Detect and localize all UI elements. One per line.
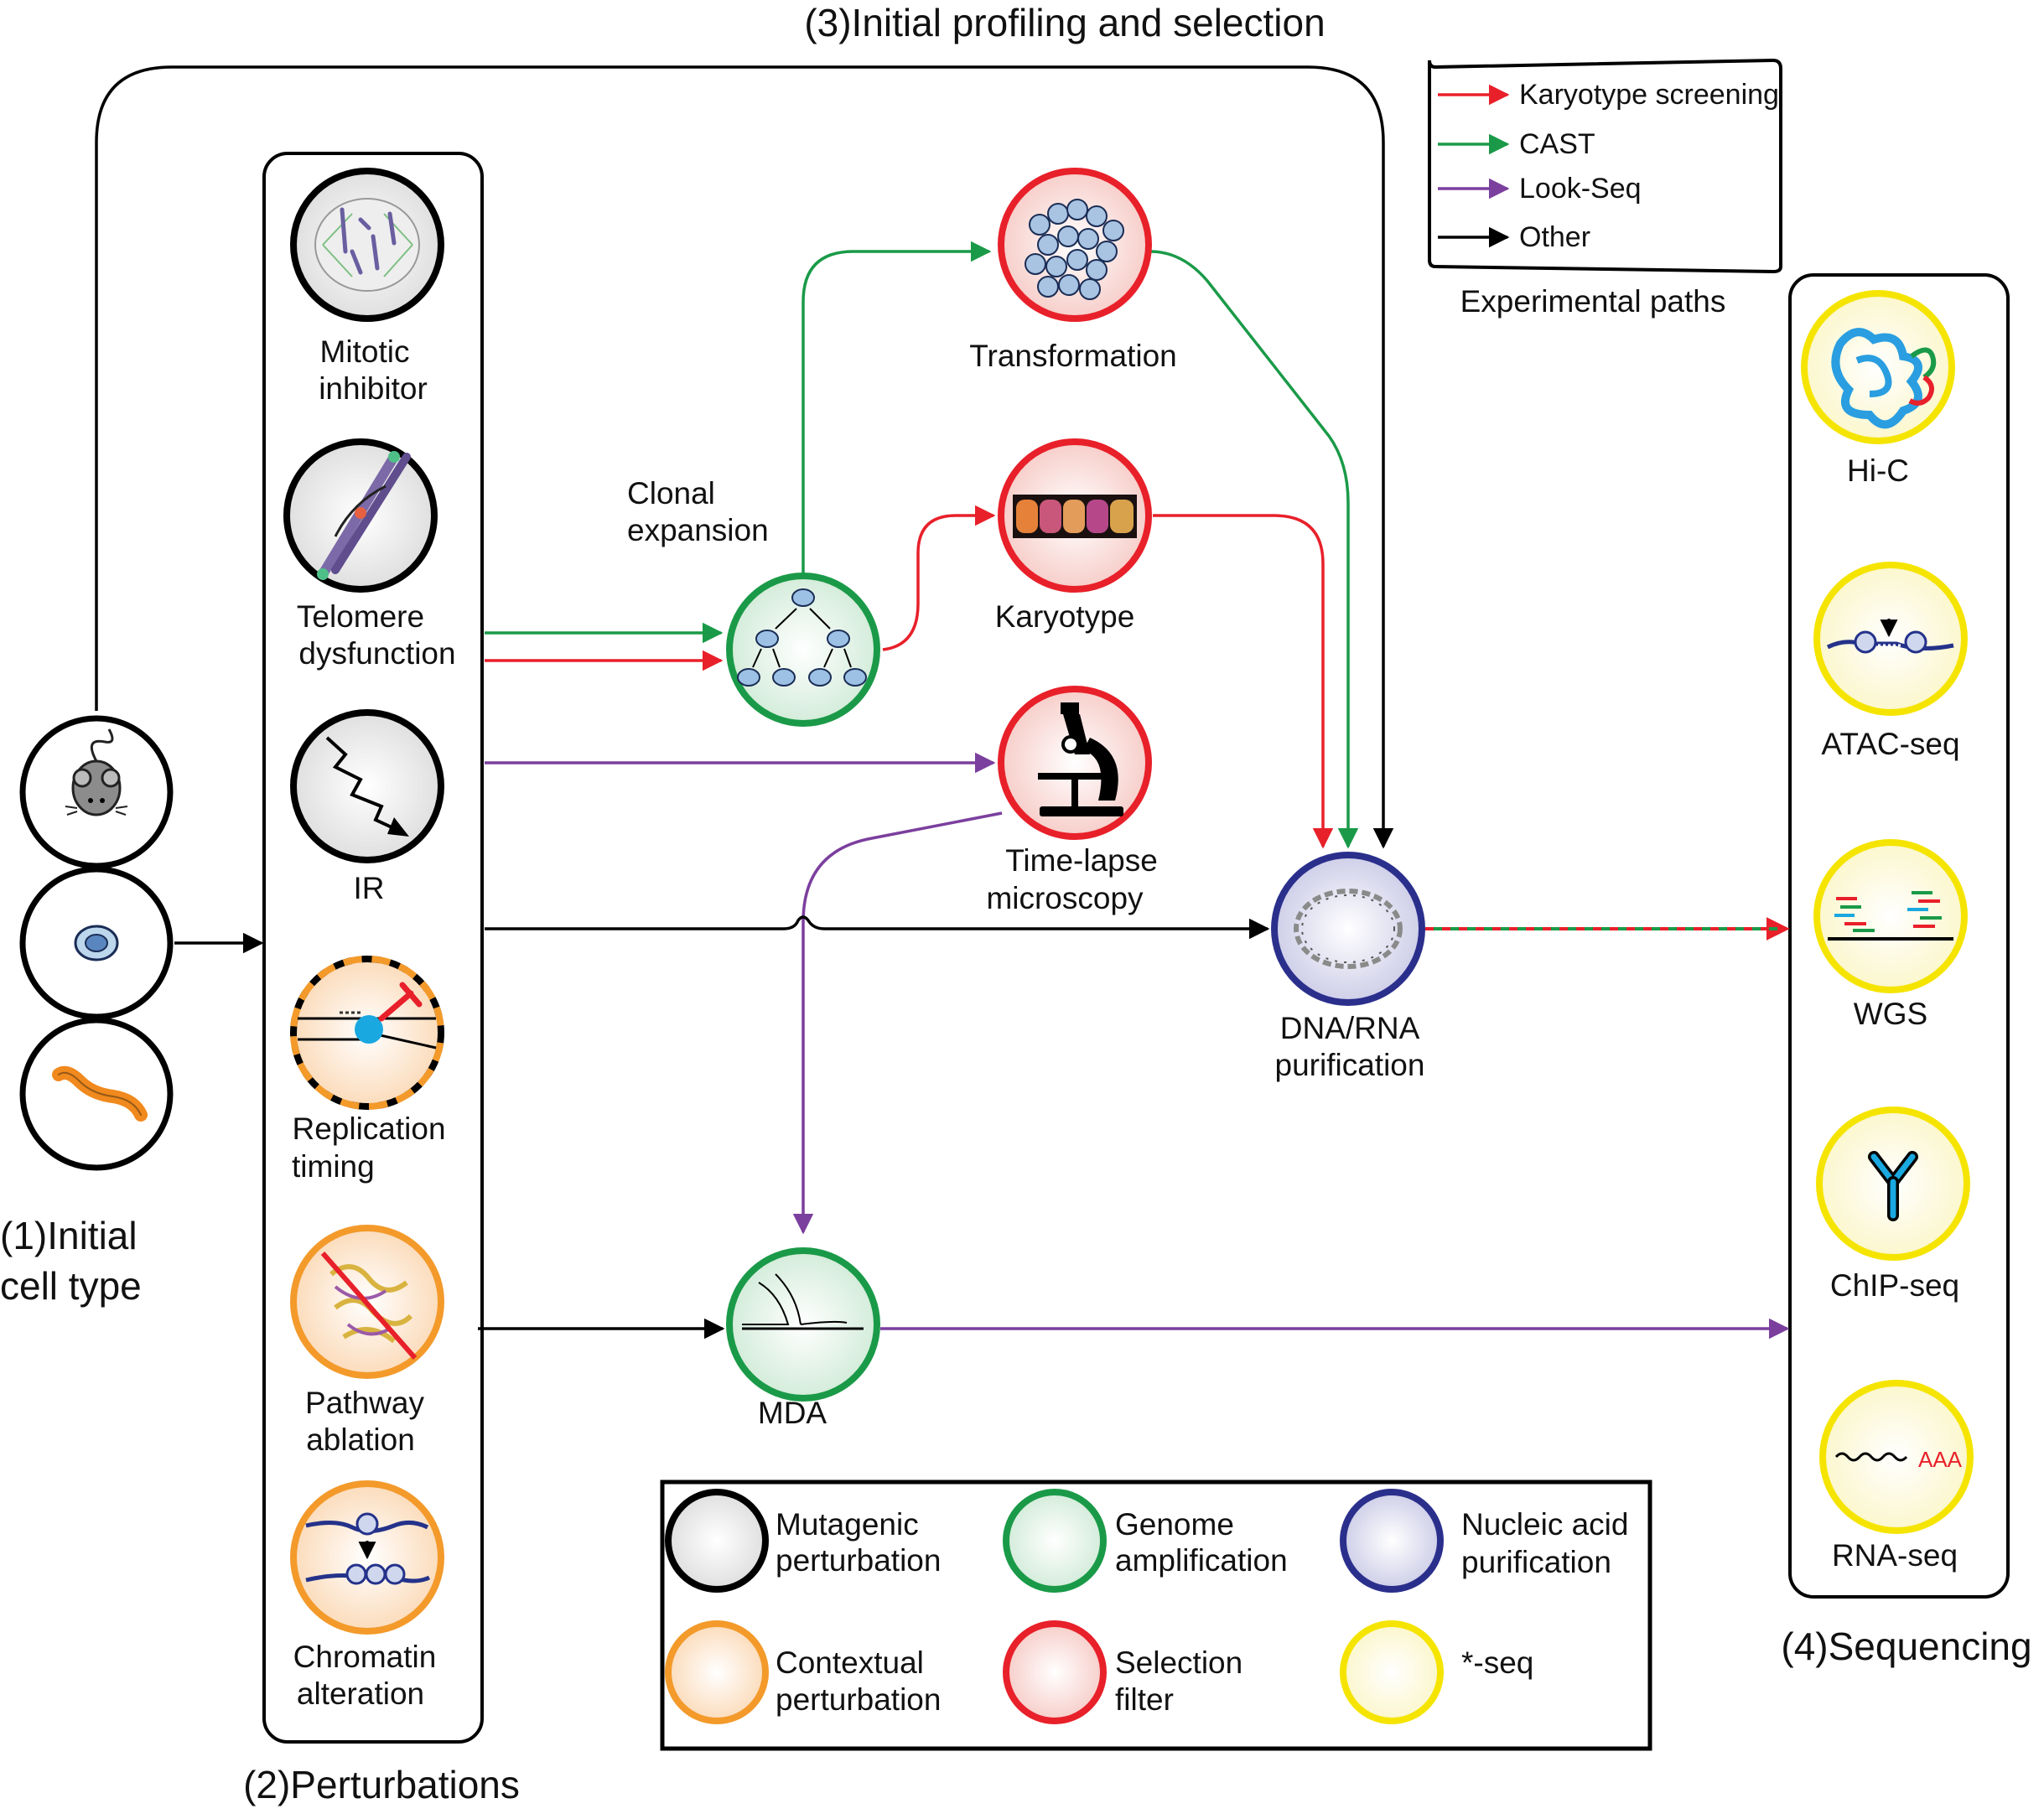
ir-label: IR	[353, 871, 385, 905]
worm-icon	[52, 1065, 148, 1122]
protein-structure-icon	[320, 1252, 418, 1360]
section-sequencing-title: (4)Sequencing	[1781, 1625, 2032, 1668]
path-other-to-dna	[485, 915, 1270, 940]
legend-other: Other	[1519, 221, 1591, 253]
time-lapse-label-2: microscopy	[986, 881, 1144, 915]
replication-timing-label-2: timing	[292, 1149, 375, 1184]
wgs-circle	[1813, 839, 1968, 993]
key-nucleic-label-1: Nucleic acid	[1461, 1507, 1629, 1542]
replication-fork-icon	[298, 982, 437, 1049]
section-initial-cell-type-line2: cell type	[0, 1264, 142, 1308]
polya-tail-label: AAA	[1918, 1447, 1963, 1472]
mitotic-inhibitor-label-1: Mitotic	[319, 334, 410, 369]
nucleosome-icon	[305, 1512, 431, 1585]
telomere-dysfunction-label-2: dysfunction	[298, 636, 456, 671]
legend-cast: CAST	[1519, 128, 1595, 160]
experimental-paths-title: Experimental paths	[1460, 284, 1726, 319]
atac-seq-circle	[1813, 562, 1968, 716]
key-seq-label: *-seq	[1461, 1645, 1534, 1680]
antibody-icon	[1868, 1151, 1918, 1221]
mouse-icon	[65, 728, 128, 816]
spindle-icon	[314, 198, 420, 292]
pathway-ablation-label-1: Pathway	[305, 1386, 424, 1420]
key-selection-swatch	[1003, 1620, 1107, 1724]
ir-circle	[290, 709, 444, 863]
wgs-label: WGS	[1853, 997, 1928, 1031]
transformation-label: Transformation	[969, 339, 1177, 373]
chip-seq-label: ChIP-seq	[1829, 1268, 1960, 1303]
section-perturbations-title: (2)Perturbations	[243, 1763, 520, 1806]
section-initial-cell-type-line1: (1)Initial	[0, 1214, 137, 1257]
time-lapse-label-1: Time-lapse	[1005, 843, 1158, 878]
chromosome-icon	[317, 451, 411, 580]
key-nucleic-label-2: purification	[1461, 1545, 1611, 1579]
path-clonal-to-karyotype	[882, 505, 996, 651]
telomere-dysfunction-label-1: Telomere	[296, 599, 425, 634]
path-other-top-loop	[95, 65, 1394, 849]
key-selection-label-2: filter	[1115, 1682, 1174, 1717]
radiation-icon	[325, 736, 409, 837]
atac-seq-label: ATAC-seq	[1821, 727, 1960, 761]
path-microscopy-to-mda	[792, 811, 1003, 1235]
karyotype-label: Karyotype	[994, 599, 1135, 634]
sequencing-reads-icon	[1828, 891, 1953, 941]
microscope-icon	[1038, 702, 1123, 816]
section-profiling-title: (3)Initial profiling and selection	[804, 1, 1325, 44]
dna-rna-label-2: purification	[1274, 1048, 1425, 1082]
key-selection-label-1: Selection	[1115, 1645, 1243, 1680]
strand-displacement-icon	[742, 1273, 864, 1330]
key-contextual-label-2: perturbation	[776, 1682, 942, 1717]
experimental-paths-box	[1428, 58, 1782, 274]
chromatin-alteration-label-2: alteration	[296, 1676, 425, 1711]
dna-rna-purification-circle	[1271, 852, 1425, 1006]
dna-helix-icon	[1294, 889, 1403, 969]
key-genome-amp-label-2: amplification	[1115, 1543, 1288, 1578]
key-contextual-swatch	[665, 1620, 769, 1724]
mrna-icon	[1834, 1452, 1908, 1462]
legend-look-seq: Look-Seq	[1519, 173, 1642, 205]
pathway-ablation-label-2: ablation	[306, 1423, 415, 1457]
replication-timing-label-1: Replication	[292, 1112, 446, 1146]
karyotype-image-icon	[1013, 495, 1137, 538]
key-seq-swatch	[1340, 1620, 1444, 1724]
key-genome-amp-swatch	[1003, 1489, 1107, 1593]
clonal-tree-icon	[737, 588, 867, 687]
clonal-expansion-label-1: Clonal	[627, 476, 715, 510]
chromatin-loop-icon	[1831, 328, 1937, 429]
hi-c-label: Hi-C	[1847, 453, 1909, 488]
dna-rna-label-1: DNA/RNA	[1279, 1011, 1420, 1045]
path-karyotype-to-dna	[1153, 514, 1334, 849]
legend-karyotype-screening: Karyotype screening	[1519, 79, 1779, 111]
clonal-expansion-label-2: expansion	[627, 513, 769, 547]
sequencing-box	[1788, 273, 2010, 1599]
mda-label: MDA	[757, 1396, 827, 1430]
key-genome-amp-label-1: Genome	[1115, 1507, 1234, 1542]
accessible-chromatin-icon	[1826, 619, 1954, 654]
cell-icon	[74, 925, 119, 961]
path-transformation-to-dna	[1149, 250, 1359, 849]
chromatin-alteration-label-1: Chromatin	[293, 1640, 437, 1674]
path-clonal-to-transformation	[802, 241, 992, 574]
mitotic-inhibitor-label-2: inhibitor	[319, 371, 428, 406]
key-box	[660, 1480, 1652, 1751]
key-contextual-label-1: Contextual	[776, 1645, 924, 1680]
rna-seq-label: RNA-seq	[1831, 1538, 1958, 1573]
cell-cluster-icon	[1025, 199, 1124, 300]
key-mutagenic-swatch	[665, 1489, 769, 1593]
key-mutagenic-label-1: Mutagenic	[776, 1507, 919, 1542]
perturbations-box	[262, 152, 484, 1744]
key-nucleic-swatch	[1340, 1489, 1444, 1593]
clonal-expansion-circle	[726, 573, 880, 727]
key-mutagenic-label-2: perturbation	[776, 1543, 942, 1578]
